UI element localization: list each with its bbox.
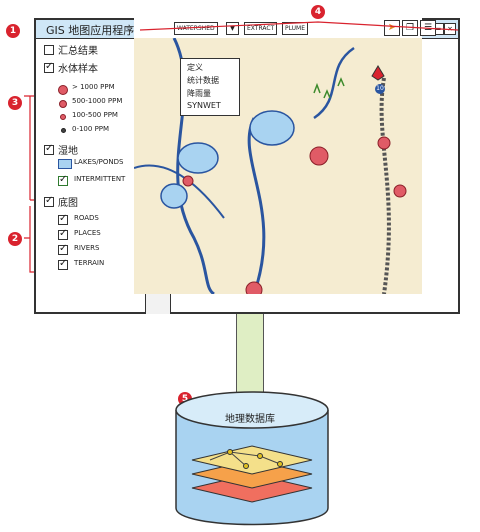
callout-3: 3 xyxy=(8,96,22,110)
ppm-label-1: > 1000 PPM xyxy=(72,83,115,91)
intermittent-checkbox[interactable] xyxy=(58,174,68,186)
river-2 xyxy=(134,164,225,219)
callout-4: 4 xyxy=(311,5,325,19)
terrain-label: TERRAIN xyxy=(74,259,105,267)
lake-3 xyxy=(160,183,188,209)
road-shield-label: 10 xyxy=(375,84,385,94)
dropdown-item-stats[interactable]: 统计数据 xyxy=(187,76,219,85)
rivers-label: RIVERS xyxy=(74,244,100,252)
base-checkbox[interactable] xyxy=(44,195,54,207)
summary-checkbox[interactable] xyxy=(44,45,54,55)
places-checkbox[interactable] xyxy=(58,228,68,240)
lake-1 xyxy=(177,142,219,174)
rivers-checkbox[interactable] xyxy=(58,243,68,255)
pointer-icon[interactable]: ➤ xyxy=(384,20,400,36)
intermittent-label: INTERMITTENT xyxy=(74,175,126,183)
summary-label: 汇总结果 xyxy=(58,46,98,57)
map-header: WATERSHED ▼ EXTRACT PLUME ➤ ❐ ☰ xyxy=(134,18,436,38)
terrain-checkbox[interactable] xyxy=(58,258,68,270)
ppm-label-2: 500-1000 PPM xyxy=(72,97,123,105)
ppm-dot-small xyxy=(60,114,66,120)
river-3 xyxy=(247,117,266,294)
sample-checkbox[interactable] xyxy=(44,61,54,73)
sample-large-2 xyxy=(245,281,263,294)
window-title: GIS 地图应用程序 xyxy=(46,24,135,37)
roads-label: ROADS xyxy=(74,214,99,222)
base-label: 底图 xyxy=(58,198,78,209)
sample-medium-3 xyxy=(393,184,407,198)
dropdown-item-rainfall[interactable]: 降雨量 xyxy=(187,89,211,98)
dropdown-item-synwet[interactable]: SYNWET xyxy=(187,101,221,110)
ppm-dot-medium xyxy=(59,100,67,108)
lakes-label: LAKES/PONDS xyxy=(74,158,124,166)
ppm-label-4: 0-100 PPM xyxy=(72,125,110,133)
sample-large xyxy=(309,146,329,166)
lakes-swatch xyxy=(58,159,72,169)
watershed-dropdown: 定义 统计数据 降雨量 SYNWET xyxy=(180,58,240,116)
wetland-marks xyxy=(313,77,345,99)
places-label: PLACES xyxy=(74,229,101,237)
lake-2 xyxy=(249,110,295,146)
sample-medium-1 xyxy=(377,136,391,150)
wetland-checkbox[interactable] xyxy=(44,143,54,155)
ppm-dot-tiny xyxy=(61,128,66,133)
callout-1: 1 xyxy=(6,24,20,38)
river-4 xyxy=(313,46,355,120)
wetland-label: 湿地 xyxy=(58,146,78,157)
ppm-dot-large xyxy=(58,85,68,95)
road-shield-icon xyxy=(371,65,385,81)
database-cylinder xyxy=(175,391,329,526)
sample-label: 水体样本 xyxy=(58,64,98,75)
database-title: 地理数据库 xyxy=(225,414,275,425)
roads-checkbox[interactable] xyxy=(58,213,68,225)
callout-2: 2 xyxy=(8,232,22,246)
dropdown-item-define[interactable]: 定义 xyxy=(187,63,203,72)
sample-medium-2 xyxy=(182,175,194,187)
legend-panel: 汇总结果 水体样本 > 1000 PPM 500-1000 PPM 100-50… xyxy=(36,38,144,314)
map-canvas xyxy=(134,38,407,294)
connector-pole xyxy=(236,314,264,392)
road xyxy=(379,77,391,294)
ppm-label-3: 100-500 PPM xyxy=(72,111,118,119)
